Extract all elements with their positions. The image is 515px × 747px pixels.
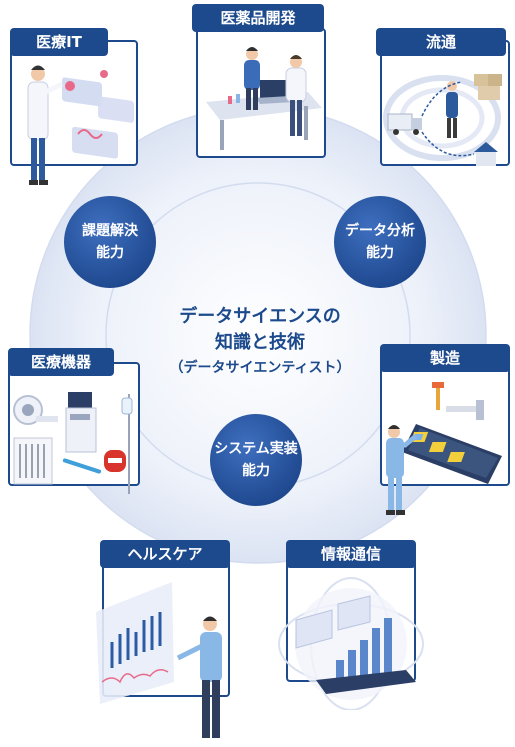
skill-problem-solving-line2: 能力 <box>96 245 124 261</box>
center-title-line2: 知識と技術 <box>215 332 305 353</box>
skill-problem-solving: 課題解決 能力 <box>71 220 149 264</box>
tab-logistics: 流通 <box>376 28 506 56</box>
skill-data-analysis: データ分析 能力 <box>336 220 424 264</box>
tab-healthcare: ヘルスケア <box>100 540 230 568</box>
logistics-illustration <box>383 74 502 166</box>
skill-system-impl: システム実装 能力 <box>204 438 308 482</box>
skill-problem-solving-line1: 課題解決 <box>82 223 138 239</box>
manufacturing-illustration <box>386 382 502 515</box>
medical-it-illustration <box>27 65 134 185</box>
skill-circle-data-analysis <box>334 196 426 288</box>
medical-devices-illustration <box>13 392 133 494</box>
tab-medical-devices: 医療機器 <box>8 348 114 376</box>
ict-illustration <box>278 577 424 710</box>
tab-ict: 情報通信 <box>286 540 416 568</box>
drug-development-illustration <box>200 46 322 154</box>
skill-data-analysis-line2: 能力 <box>366 245 394 261</box>
skill-system-impl-line2: 能力 <box>242 463 270 479</box>
skill-circle-system-impl <box>210 414 302 506</box>
healthcare-illustration <box>96 582 222 738</box>
center-subtitle: （データサイエンティスト） <box>169 360 351 376</box>
skill-system-impl-line1: システム実装 <box>214 441 298 457</box>
tab-drug-development: 医薬品開発 <box>192 4 324 32</box>
tab-medical-it: 医療IT <box>10 28 108 56</box>
skill-circle-problem-solving <box>64 196 156 288</box>
tab-manufacturing: 製造 <box>380 344 510 372</box>
skill-data-analysis-line1: データ分析 <box>345 223 415 239</box>
center-title-line1: データサイエンスの <box>179 306 341 327</box>
